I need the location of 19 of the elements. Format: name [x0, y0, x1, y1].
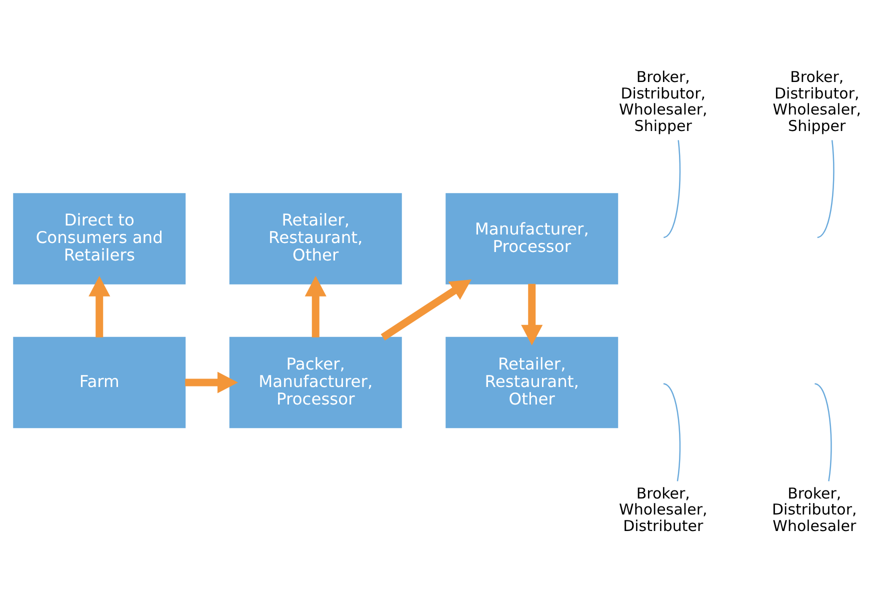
node-box: Packer, Manufacturer, Processor	[229, 336, 402, 428]
connector	[817, 140, 834, 238]
connector	[663, 383, 681, 482]
node-text: Broker, Distributor, Wholesaler, Shipper	[619, 68, 708, 135]
arrow	[304, 276, 326, 338]
arrow	[88, 276, 110, 338]
node-box: Direct to Consumers and Retailers	[13, 193, 186, 284]
node-text: Broker, Distributor, Wholesaler	[772, 484, 857, 535]
node-text: Broker, Wholesaler, Distributer	[619, 484, 708, 535]
node-box: Manufacturer, Processor	[446, 193, 618, 284]
arrow	[521, 284, 543, 346]
arrow	[380, 279, 472, 340]
connector	[663, 140, 681, 238]
node-box: Farm	[13, 336, 186, 428]
connector	[814, 383, 832, 482]
node-box: Retailer, Restaurant, Other	[446, 336, 618, 428]
node-text: Broker, Distributor, Wholesaler, Shipper	[772, 68, 861, 135]
node-box: Retailer, Restaurant, Other	[229, 193, 402, 284]
arrow	[185, 372, 238, 394]
